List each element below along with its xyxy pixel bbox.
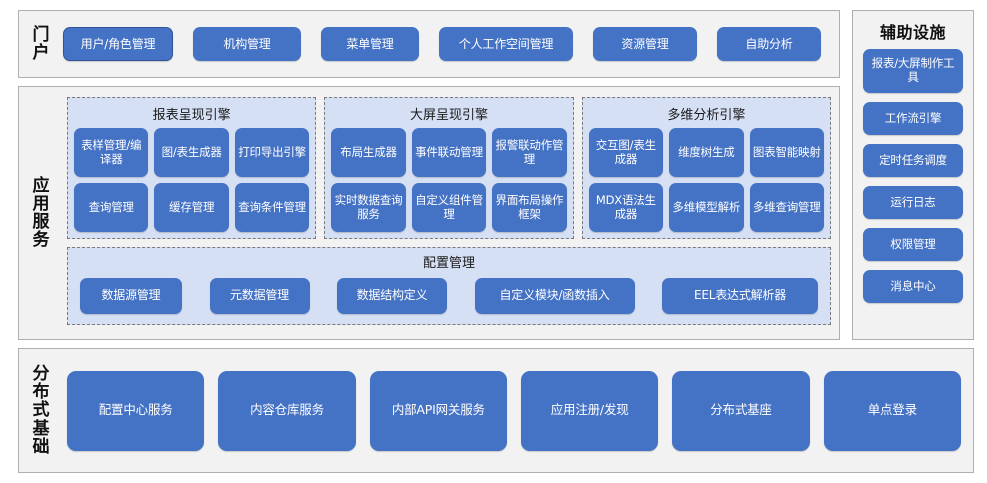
engine-item-multidimensional-model-parsing[interactable]: 多维模型解析 [669,183,744,232]
aux-item-workflow-engine[interactable]: 工作流引擎 [863,102,963,135]
aux-item-scheduled-task-scheduling[interactable]: 定时任务调度 [863,144,963,177]
dist-item-distributed-base[interactable]: 分布式基座 [672,370,810,451]
config-item-custom-module-function-insert[interactable]: 自定义模块/函数插入 [474,277,635,314]
portal-item-personal-workspace-management[interactable]: 个人工作空间管理 [439,27,573,61]
portal-band: 门户 用户/角色管理 机构管理 菜单管理 个人工作空间管理 资源管理 自助分析 [18,10,840,78]
auxiliary-facilities-band: 辅助设施 报表/大屏制作工具 工作流引擎 定时任务调度 运行日志 权限管理 消息… [852,10,974,340]
portal-band-label-text: 门户 [32,24,50,63]
application-services-band: 应用服务 报表呈现引擎 表样管理/编译器 图/表生成器 打印导出引擎 查询管理 … [18,86,840,340]
application-services-band-label: 应用服务 [19,87,63,339]
engine-group-title: 大屏呈现引擎 [409,108,488,123]
engine-item-chart-table-generator[interactable]: 图/表生成器 [154,128,229,177]
distributed-infrastructure-band-label: 分布式基础 [19,349,63,472]
engine-group-title: 报表呈现引擎 [152,108,231,123]
distributed-infrastructure-band-label-text: 分布式基础 [32,364,50,457]
auxiliary-facilities-item-list: 报表/大屏制作工具 工作流引擎 定时任务调度 运行日志 权限管理 消息中心 [853,49,973,339]
portal-item-list: 用户/角色管理 机构管理 菜单管理 个人工作空间管理 资源管理 自助分析 [63,27,835,61]
engine-group-large-screen-rendering: 大屏呈现引擎 布局生成器 事件联动管理 报警联动作管理 实时数据查询服务 自定义… [324,97,574,239]
engine-group-multidimensional-analysis: 多维分析引擎 交互图/表生成器 维度树生成 图表智能映射 MDX语法生成器 多维… [581,97,831,239]
config-item-eel-expression-parser[interactable]: EEL表达式解析器 [662,277,818,314]
engine-item-alarm-linkage-action-management[interactable]: 报警联动作管理 [492,128,567,177]
engine-item-print-export-engine[interactable]: 打印导出引擎 [234,128,310,177]
engine-group-report-rendering: 报表呈现引擎 表样管理/编译器 图/表生成器 打印导出引擎 查询管理 缓存管理 … [67,97,317,239]
engine-group-list: 报表呈现引擎 表样管理/编译器 图/表生成器 打印导出引擎 查询管理 缓存管理 … [67,97,831,239]
engine-group-title: 多维分析引擎 [667,108,746,123]
engine-item-ui-layout-operation-framework[interactable]: 界面布局操作框架 [492,183,567,232]
distributed-infrastructure-band: 分布式基础 配置中心服务 内容仓库服务 内部API网关服务 应用注册/发现 分布… [18,348,974,473]
configuration-management-group: 配置管理 数据源管理 元数据管理 数据结构定义 自定义模块/函数插入 EEL表达… [67,247,831,325]
engine-item-event-linkage-management[interactable]: 事件联动管理 [411,128,487,177]
engine-item-grid: 布局生成器 事件联动管理 报警联动作管理 实时数据查询服务 自定义组件管理 界面… [331,128,567,232]
engine-item-interactive-chart-table-generator[interactable]: 交互图/表生成器 [588,128,664,177]
engine-item-template-management-compiler[interactable]: 表样管理/编译器 [74,128,149,177]
engine-item-layout-generator[interactable]: 布局生成器 [331,128,406,177]
engine-item-mdx-syntax-generator[interactable]: MDX语法生成器 [588,183,664,232]
aux-item-report-large-screen-authoring-tool[interactable]: 报表/大屏制作工具 [863,49,963,93]
config-item-datasource-management[interactable]: 数据源管理 [80,277,182,314]
engine-item-query-condition-management[interactable]: 查询条件管理 [234,183,310,232]
application-services-band-body: 报表呈现引擎 表样管理/编译器 图/表生成器 打印导出引擎 查询管理 缓存管理 … [63,87,839,339]
engine-item-query-management[interactable]: 查询管理 [74,183,149,232]
aux-item-permission-management[interactable]: 权限管理 [863,228,963,261]
config-item-metadata-management[interactable]: 元数据管理 [209,277,310,314]
dist-item-internal-api-gateway-service[interactable]: 内部API网关服务 [369,370,507,451]
dist-item-app-registration-discovery[interactable]: 应用注册/发现 [520,370,659,451]
distributed-infrastructure-band-body: 配置中心服务 内容仓库服务 内部API网关服务 应用注册/发现 分布式基座 单点… [63,349,973,472]
dist-item-content-repository-service[interactable]: 内容仓库服务 [218,370,356,451]
distributed-item-list: 配置中心服务 内容仓库服务 内部API网关服务 应用注册/发现 分布式基座 单点… [63,370,965,451]
application-services-band-label-text: 应用服务 [32,175,50,251]
engine-item-grid: 表样管理/编译器 图/表生成器 打印导出引擎 查询管理 缓存管理 查询条件管理 [74,128,310,232]
configuration-management-title: 配置管理 [422,256,475,271]
engine-item-grid: 交互图/表生成器 维度树生成 图表智能映射 MDX语法生成器 多维模型解析 多维… [588,128,824,232]
engine-item-cache-management[interactable]: 缓存管理 [154,183,229,232]
dist-item-config-center-service[interactable]: 配置中心服务 [67,370,205,451]
auxiliary-facilities-title: 辅助设施 [879,23,946,42]
portal-item-user-role-management[interactable]: 用户/角色管理 [63,27,173,61]
portal-item-resource-management[interactable]: 资源管理 [593,27,697,61]
dist-item-single-sign-on[interactable]: 单点登录 [823,370,961,451]
portal-item-self-service-analysis[interactable]: 自助分析 [717,27,821,61]
engine-item-dimension-tree-generation[interactable]: 维度树生成 [669,128,744,177]
portal-item-menu-management[interactable]: 菜单管理 [321,27,419,61]
config-item-data-structure-definition[interactable]: 数据结构定义 [337,277,447,314]
aux-item-runtime-log[interactable]: 运行日志 [863,186,963,219]
engine-item-multidimensional-query-management[interactable]: 多维查询管理 [749,183,824,232]
portal-band-body: 用户/角色管理 机构管理 菜单管理 个人工作空间管理 资源管理 自助分析 [63,11,839,77]
portal-band-label: 门户 [19,11,63,77]
engine-item-realtime-data-query-service[interactable]: 实时数据查询服务 [331,183,406,232]
portal-item-organization-management[interactable]: 机构管理 [193,27,301,61]
engine-item-custom-component-management[interactable]: 自定义组件管理 [411,183,487,232]
aux-item-message-center[interactable]: 消息中心 [863,270,963,303]
engine-item-chart-smart-mapping[interactable]: 图表智能映射 [749,128,824,177]
configuration-item-list: 数据源管理 元数据管理 数据结构定义 自定义模块/函数插入 EEL表达式解析器 [76,275,822,318]
